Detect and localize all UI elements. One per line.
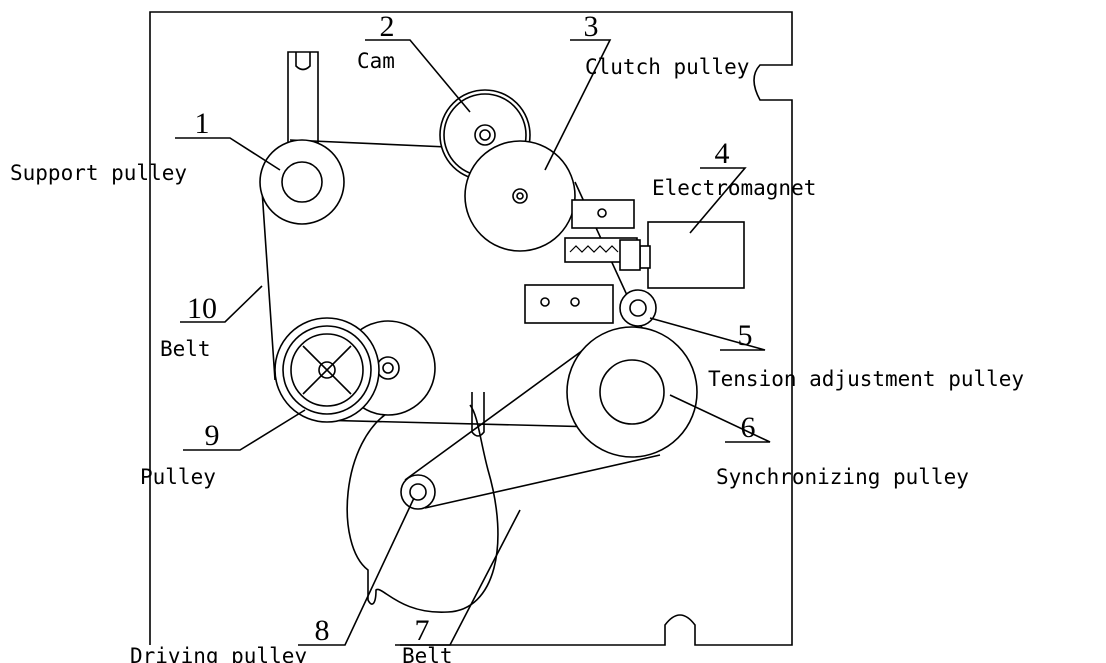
label-belt-10: Belt (160, 337, 211, 361)
label-clutch-pulley: Clutch pulley (585, 55, 749, 79)
label-pulley: Pulley (140, 465, 216, 489)
label-cam: Cam (357, 49, 395, 73)
label-tension-adjustment-pulley: Tension adjustment pulley (708, 367, 1024, 391)
leader-lines (175, 39, 771, 646)
pulley-9 (274, 317, 380, 423)
label-electromagnet: Electromagnet (652, 176, 816, 200)
label-synchronizing-pulley: Synchronizing pulley (716, 465, 969, 489)
part-number-1: 1 (195, 107, 210, 140)
part-number-3: 3 (584, 10, 599, 43)
part-number-7: 7 (415, 614, 430, 647)
part-number-9: 9 (205, 419, 220, 452)
part-number-10: 10 (187, 292, 217, 325)
label-support-pulley: Support pulley (10, 161, 187, 185)
part-number-8: 8 (315, 614, 330, 647)
synchronizing-pulley (566, 326, 698, 458)
clutch-pulley (464, 140, 576, 252)
label-driving-pulley: Driving pulley (130, 644, 307, 663)
electromagnet (564, 199, 745, 289)
part-number-4: 4 (715, 137, 730, 170)
label-belt-7: Belt (402, 644, 453, 663)
driving-plate (346, 404, 499, 613)
belt-10 (261, 139, 666, 429)
support-pulley (259, 139, 345, 225)
part-number-6: 6 (741, 411, 756, 444)
tension-assembly (524, 284, 657, 327)
bracket-slot (287, 51, 319, 165)
part-number-5: 5 (738, 319, 753, 352)
belt-7 (404, 344, 661, 509)
driving-pulley (400, 474, 436, 510)
part-number-2: 2 (380, 10, 395, 43)
frame-plate (149, 11, 793, 646)
